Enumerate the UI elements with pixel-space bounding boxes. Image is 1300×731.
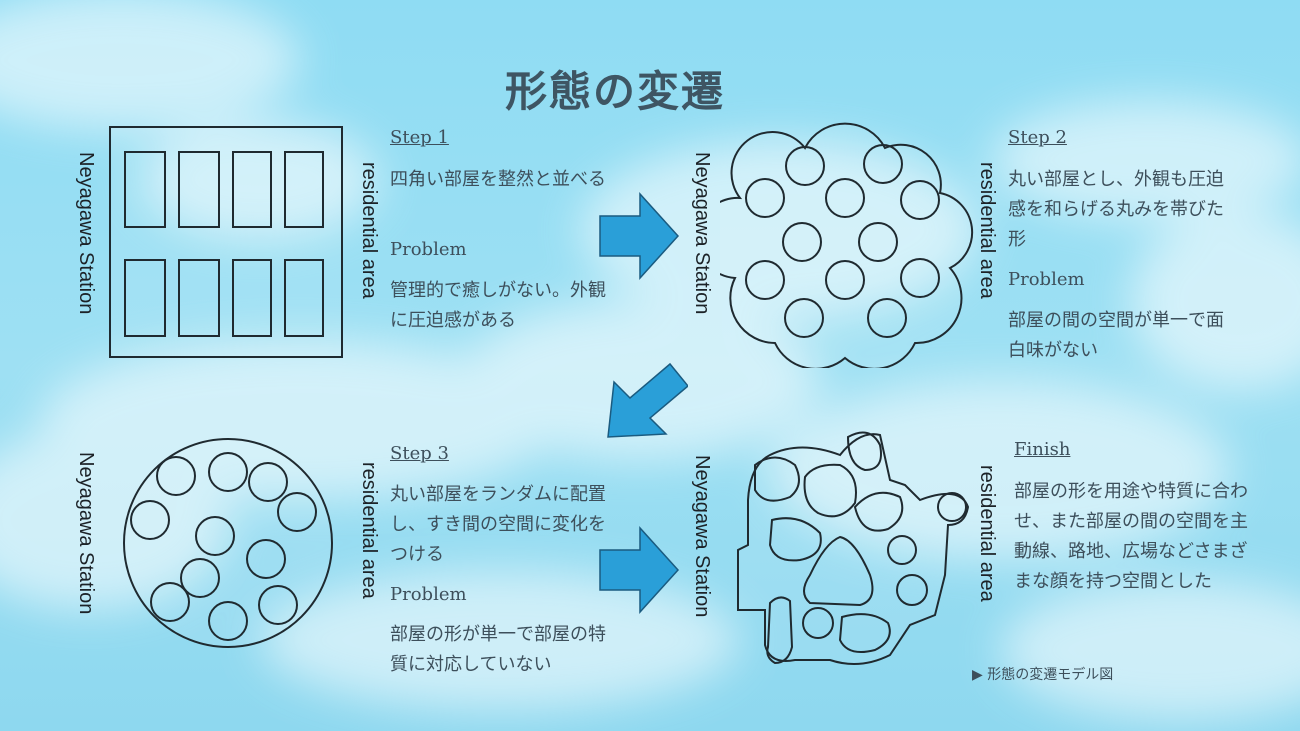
- step3-residential-label: residential area: [358, 462, 380, 599]
- step2-description: 丸い部屋とし、外観も圧迫感を和らげる丸みを帯びた形: [1008, 169, 1224, 250]
- finish-organic-rooms-diagram: [737, 431, 970, 665]
- step2-station-label: Neyagawa Station: [691, 152, 713, 315]
- step2-problem-label: Problem: [1008, 269, 1085, 290]
- step3-station-label: Neyagawa Station: [75, 452, 97, 615]
- finish-station-label: Neyagawa Station: [691, 455, 713, 618]
- step1-problem-label: Problem: [390, 239, 467, 260]
- step2-residential-label: residential area: [976, 162, 998, 299]
- step1-heading: Step 1: [390, 127, 449, 148]
- step2-problem-text: 部屋の間の空間が単一で面白味がない: [1008, 310, 1224, 361]
- step1-station-label: Neyagawa Station: [75, 152, 97, 315]
- finish-heading: Finish: [1014, 439, 1071, 460]
- step3-problem-text: 部屋の形が単一で部屋の特質に対応していない: [390, 624, 606, 675]
- arrow-down-left-icon: [607, 362, 688, 438]
- step1-problem-text: 管理的で癒しがない。外観に圧迫感がある: [390, 280, 606, 331]
- step3-heading: Step 3: [390, 443, 449, 464]
- finish-description: 部屋の形を用途や特質に合わせ、また部屋の間の空間を主動線、路地、広場などさまざま…: [1014, 481, 1248, 592]
- step3-random-rooms-diagram: [123, 438, 333, 648]
- arrow-right-icon: [599, 192, 680, 280]
- step1-description: 四角い部屋を整然と並べる: [390, 169, 606, 190]
- arrow-right-icon: [599, 526, 680, 614]
- diagram-caption: ▶ 形態の変遷モデル図: [972, 667, 1114, 683]
- step3-description: 丸い部屋をランダムに配置し、すき間の空間に変化をつける: [390, 484, 606, 565]
- step1-residential-label: residential area: [358, 162, 380, 299]
- page-title: 形態の変遷: [505, 67, 726, 116]
- step2-round-rooms-diagram: [720, 122, 974, 368]
- step1-square-rooms-diagram: [109, 126, 343, 358]
- step2-heading: Step 2: [1008, 127, 1067, 148]
- finish-residential-label: residential area: [976, 465, 998, 602]
- step3-problem-label: Problem: [390, 584, 467, 605]
